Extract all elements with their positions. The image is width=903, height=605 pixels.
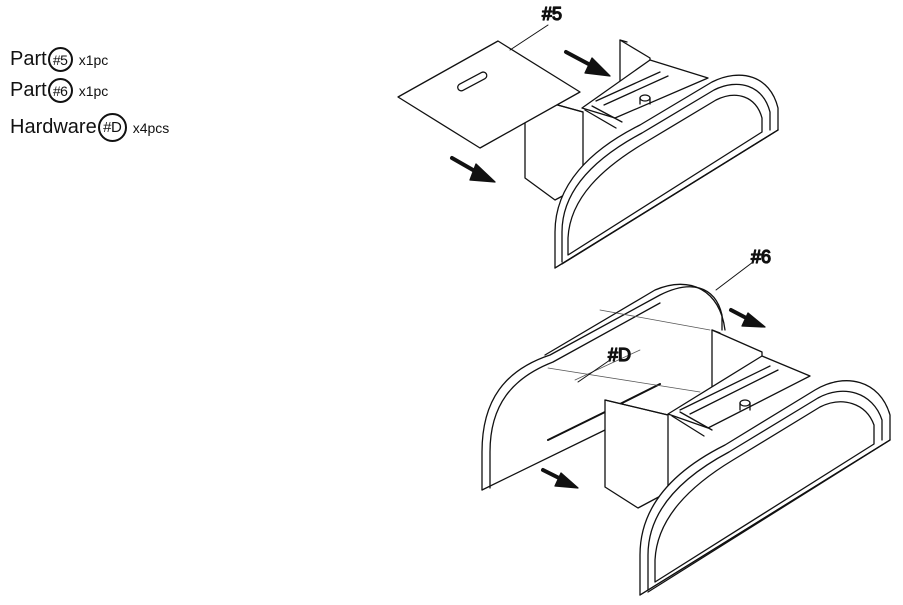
part-6-badge: #6 [47, 78, 73, 103]
part-5-qty: x1pc [78, 51, 109, 68]
left-arch-panel [481, 286, 723, 491]
insert-arrow [564, 50, 611, 77]
hardware-d-badge: #D [97, 113, 127, 142]
parts-list: Part #5 x1pc Part #6 x1pc Hardware #D x4… [10, 44, 169, 143]
top-assembly: #5 [397, 3, 779, 269]
part-5-row: Part #5 x1pc [10, 44, 169, 75]
part-6-qty: x1pc [78, 82, 109, 99]
callout-hardware-d: #D [608, 345, 631, 365]
hardware-d-row: Hardware #D x4pcs [10, 112, 169, 143]
part-6-row: Part #6 x1pc [10, 75, 169, 106]
right-arch-panel [639, 380, 891, 596]
part-5-panel [397, 40, 581, 149]
handle-slot [457, 71, 488, 92]
insert-arrow [541, 468, 579, 489]
insert-arrow [729, 308, 766, 328]
front-board [604, 399, 669, 509]
insert-arrow [450, 156, 496, 183]
part-word: Part [10, 79, 47, 101]
part-6-panel [544, 283, 726, 356]
callout-part-6: #6 [751, 247, 771, 267]
bottom-assembly: #6 #D [481, 246, 891, 596]
part-word: Part [10, 48, 47, 70]
arch-end-panel [554, 74, 779, 269]
callout-part-5: #5 [542, 4, 562, 24]
hardware-d-qty: x4pcs [132, 119, 170, 136]
part-5-badge: #5 [47, 47, 73, 72]
hardware-rod [547, 411, 606, 441]
knob [639, 94, 651, 102]
hardware-word: Hardware [10, 116, 97, 138]
knob-2 [739, 399, 751, 407]
